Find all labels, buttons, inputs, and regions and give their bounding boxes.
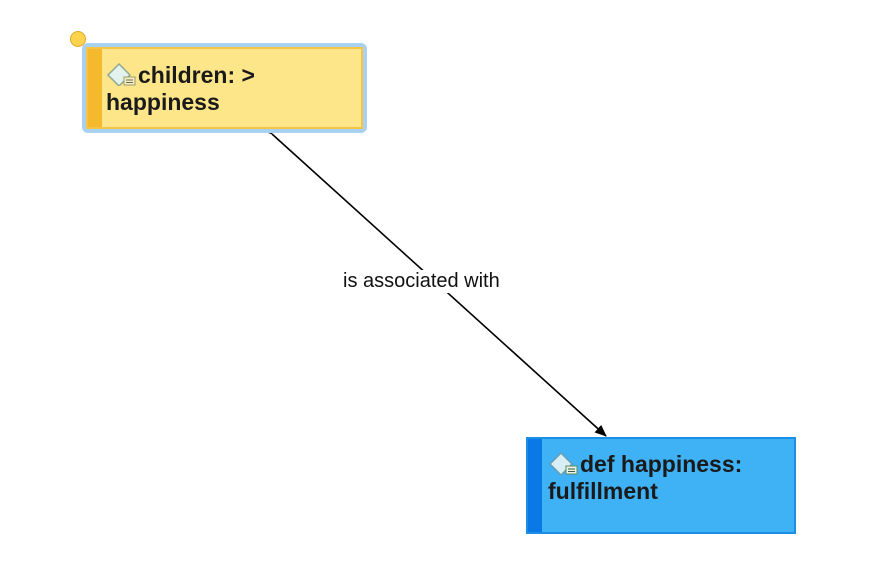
concept-diamond-icon	[106, 62, 138, 88]
link-label[interactable]: is associated with	[342, 270, 501, 293]
node-text: def happiness: fulfillment	[548, 451, 786, 505]
node-title: children: > happiness	[106, 62, 255, 115]
node-title: def happiness: fulfillment	[548, 451, 743, 504]
connection-handle[interactable]	[70, 31, 86, 47]
node-color-stripe	[528, 439, 542, 532]
node-color-stripe	[88, 49, 102, 127]
node-children-happiness[interactable]: children: > happiness	[82, 43, 367, 133]
node-body[interactable]: children: > happiness	[86, 47, 363, 129]
node-text: children: > happiness	[106, 62, 353, 116]
concept-diamond-icon	[548, 451, 580, 477]
node-def-happiness[interactable]: def happiness: fulfillment	[526, 437, 796, 534]
